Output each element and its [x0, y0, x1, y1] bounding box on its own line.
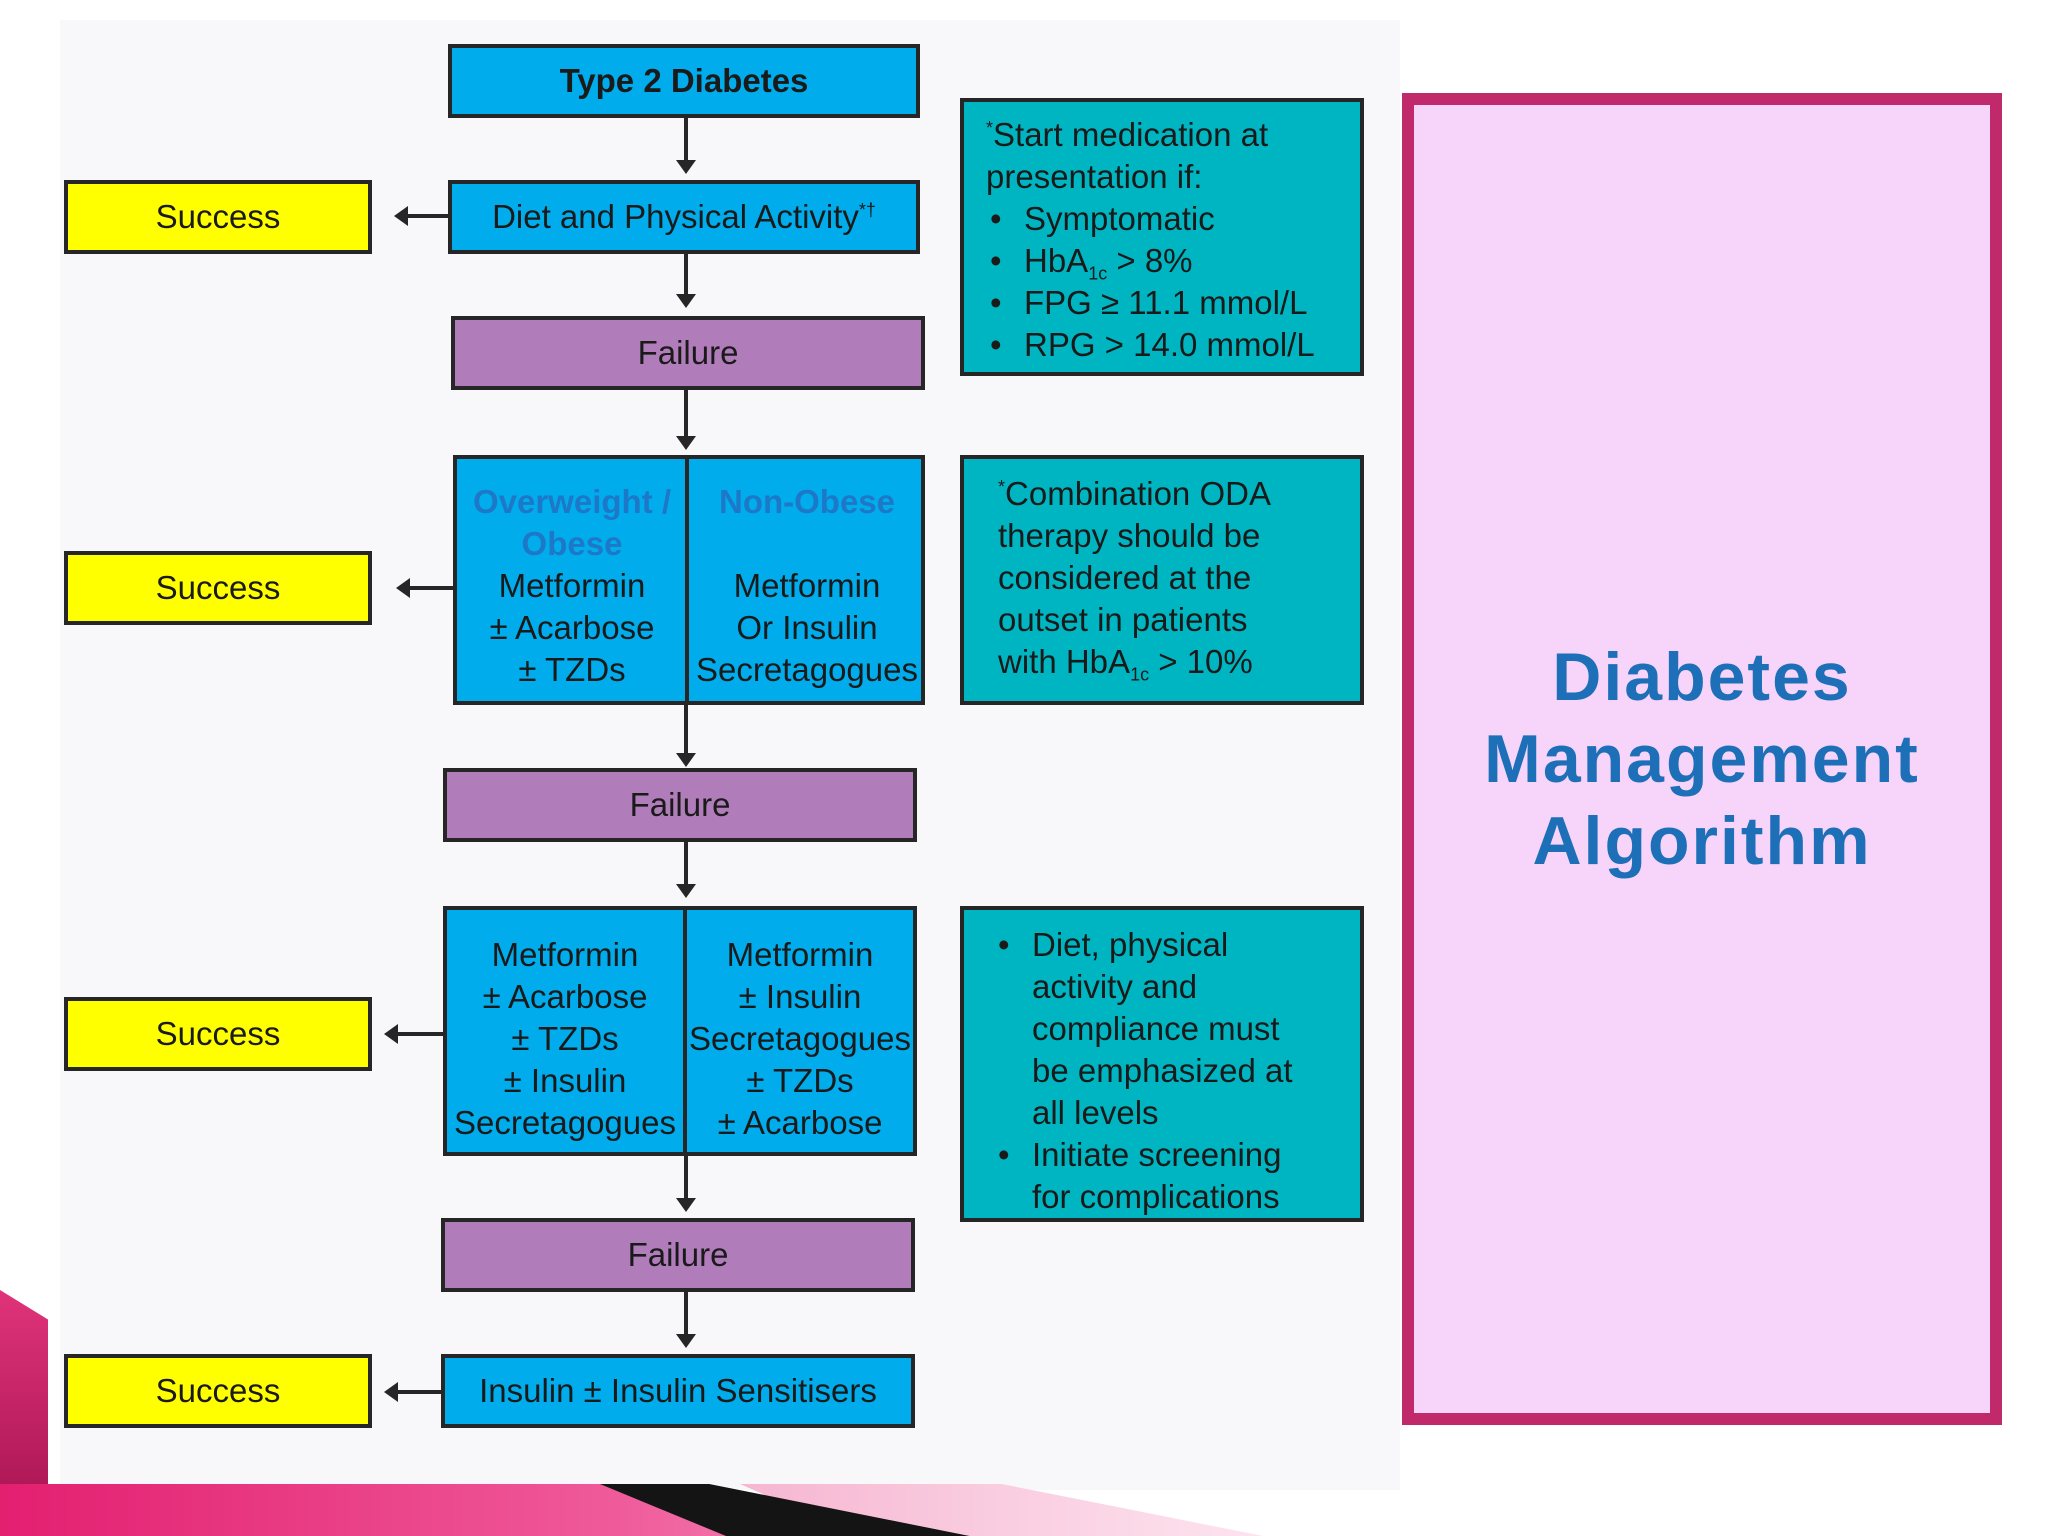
note2-line: considered at the: [998, 559, 1252, 596]
step3-left-line: Metformin: [491, 936, 639, 973]
diet-activity-label: Diet and Physical Activity*†: [492, 198, 876, 235]
arrow-left-icon: [384, 1382, 398, 1402]
note1-bullet: FPG ≥ 11.1 mmol/L: [986, 282, 1350, 324]
note1-intro-line2: presentation if:: [986, 158, 1203, 195]
note1-bullet: Symptomatic: [986, 198, 1350, 240]
arrow-down-icon: [676, 436, 696, 450]
note2-line-hba1c: with HbA1c > 10%: [998, 643, 1253, 685]
step2-overweight-line: ± TZDs: [518, 651, 626, 688]
arrow-down-icon: [676, 160, 696, 174]
connector: [410, 586, 453, 590]
column-divider: [685, 459, 689, 701]
step2-therapy-box: Overweight / Obese Metformin ± Acarbose …: [453, 455, 925, 705]
connector: [684, 1156, 688, 1198]
title-line: Algorithm: [1532, 803, 1872, 879]
arrow-down-icon: [676, 753, 696, 767]
note3-list: Diet, physical activity and compliance m…: [994, 924, 1350, 1218]
note3-bullet-diet: Diet, physical activity and compliance m…: [994, 924, 1350, 1134]
arrow-left-icon: [394, 206, 408, 226]
arrow-down-icon: [676, 1334, 696, 1348]
note1-bullet: RPG > 14.0 mmol/L: [986, 324, 1350, 366]
step2-non-obese-header: Non-Obese: [718, 483, 896, 520]
step3-right-line: ± TZDs: [746, 1062, 854, 1099]
success-box-2: Success: [64, 551, 372, 625]
step3-right-line: Metformin: [726, 936, 874, 973]
step2-overweight-column: Overweight / Obese Metformin ± Acarbose …: [457, 459, 687, 701]
success-box-3: Success: [64, 997, 372, 1071]
note1-criteria-list: Symptomatic HbA1c > 8% FPG ≥ 11.1 mmol/L…: [986, 198, 1350, 366]
step3-left-line: Secretagogues: [454, 1104, 676, 1141]
note2-line: *Combination ODA: [998, 475, 1271, 512]
note1-bullet-hba1c: HbA1c > 8%: [986, 240, 1350, 283]
connector: [684, 705, 688, 753]
note2-line: therapy should be: [998, 517, 1261, 554]
step3-right-column: Metformin ± Insulin Secretagogues ± TZDs…: [687, 910, 913, 1152]
connector: [684, 842, 688, 884]
note-combination-therapy: *Combination ODA therapy should be consi…: [960, 455, 1364, 705]
success-label: Success: [155, 569, 281, 606]
note-diet-compliance: Diet, physical activity and compliance m…: [960, 906, 1364, 1222]
failure-box-2: Failure: [443, 768, 917, 842]
step3-left-line: ± Acarbose: [482, 978, 648, 1015]
step2-non-obese-line: Or Insulin: [736, 609, 878, 646]
note3-bullet-screening: Initiate screening for complications: [994, 1134, 1350, 1218]
start-box-type2-diabetes: Type 2 Diabetes: [448, 44, 920, 118]
step3-left-line: ± TZDs: [511, 1020, 619, 1057]
arrow-left-icon: [396, 578, 410, 598]
failure-label: Failure: [637, 334, 739, 371]
success-label: Success: [155, 1015, 281, 1052]
step2-overweight-header-line1: Overweight /: [472, 483, 672, 520]
failure-label: Failure: [627, 1236, 729, 1273]
diet-activity-box: Diet and Physical Activity*†: [448, 180, 920, 254]
title-panel: Diabetes Management Algorithm: [1402, 93, 2002, 1425]
note-start-medication: *Start medication at presentation if: Sy…: [960, 98, 1364, 376]
step3-therapy-box: Metformin ± Acarbose ± TZDs ± Insulin Se…: [443, 906, 917, 1156]
title-line: Management: [1484, 721, 1920, 797]
step4-insulin-box: Insulin ± Insulin Sensitisers: [441, 1354, 915, 1428]
step4-insulin-label: Insulin ± Insulin Sensitisers: [479, 1372, 877, 1409]
success-label: Success: [155, 198, 281, 235]
connector: [684, 1292, 688, 1334]
connector: [398, 1032, 443, 1036]
step2-spacer: [689, 523, 925, 565]
failure-box-1: Failure: [451, 316, 925, 390]
step3-left-line: ± Insulin: [503, 1062, 627, 1099]
diet-footnote-marks: *†: [858, 200, 876, 220]
connector: [408, 214, 448, 218]
connector: [398, 1390, 441, 1394]
connector: [684, 254, 688, 294]
note1-mark: *: [986, 118, 994, 138]
step2-non-obese-line: Metformin: [733, 567, 881, 604]
note2-line: outset in patients: [998, 601, 1248, 638]
success-box-1: Success: [64, 180, 372, 254]
step2-non-obese-column: Non-Obese Metformin Or Insulin Secretago…: [689, 459, 925, 701]
step3-left-column: Metformin ± Acarbose ± TZDs ± Insulin Se…: [447, 910, 683, 1152]
slide-title: Diabetes Management Algorithm: [1484, 636, 1920, 882]
start-box-label: Type 2 Diabetes: [559, 62, 809, 99]
title-line: Diabetes: [1552, 639, 1852, 715]
step3-right-line: Secretagogues: [689, 1020, 911, 1057]
decorative-footer-band-pink: [740, 1484, 1264, 1536]
note1-intro: *Start medication at: [986, 116, 1269, 153]
failure-box-3: Failure: [441, 1218, 915, 1292]
step2-overweight-line: Metformin: [498, 567, 646, 604]
step2-non-obese-line: Secretagogues: [696, 651, 918, 688]
arrow-down-icon: [676, 884, 696, 898]
note2-mark: *: [998, 477, 1006, 497]
arrow-left-icon: [384, 1024, 398, 1044]
failure-label: Failure: [629, 786, 731, 823]
connector: [684, 390, 688, 436]
arrow-down-icon: [676, 1198, 696, 1212]
arrow-down-icon: [676, 294, 696, 308]
connector: [684, 118, 688, 160]
step2-overweight-header-line2: Obese: [521, 525, 623, 562]
column-divider: [683, 910, 687, 1152]
success-label: Success: [155, 1372, 281, 1409]
success-box-4: Success: [64, 1354, 372, 1428]
step2-overweight-line: ± Acarbose: [489, 609, 655, 646]
step3-right-line: ± Acarbose: [717, 1104, 883, 1141]
step3-right-line: ± Insulin: [738, 978, 862, 1015]
